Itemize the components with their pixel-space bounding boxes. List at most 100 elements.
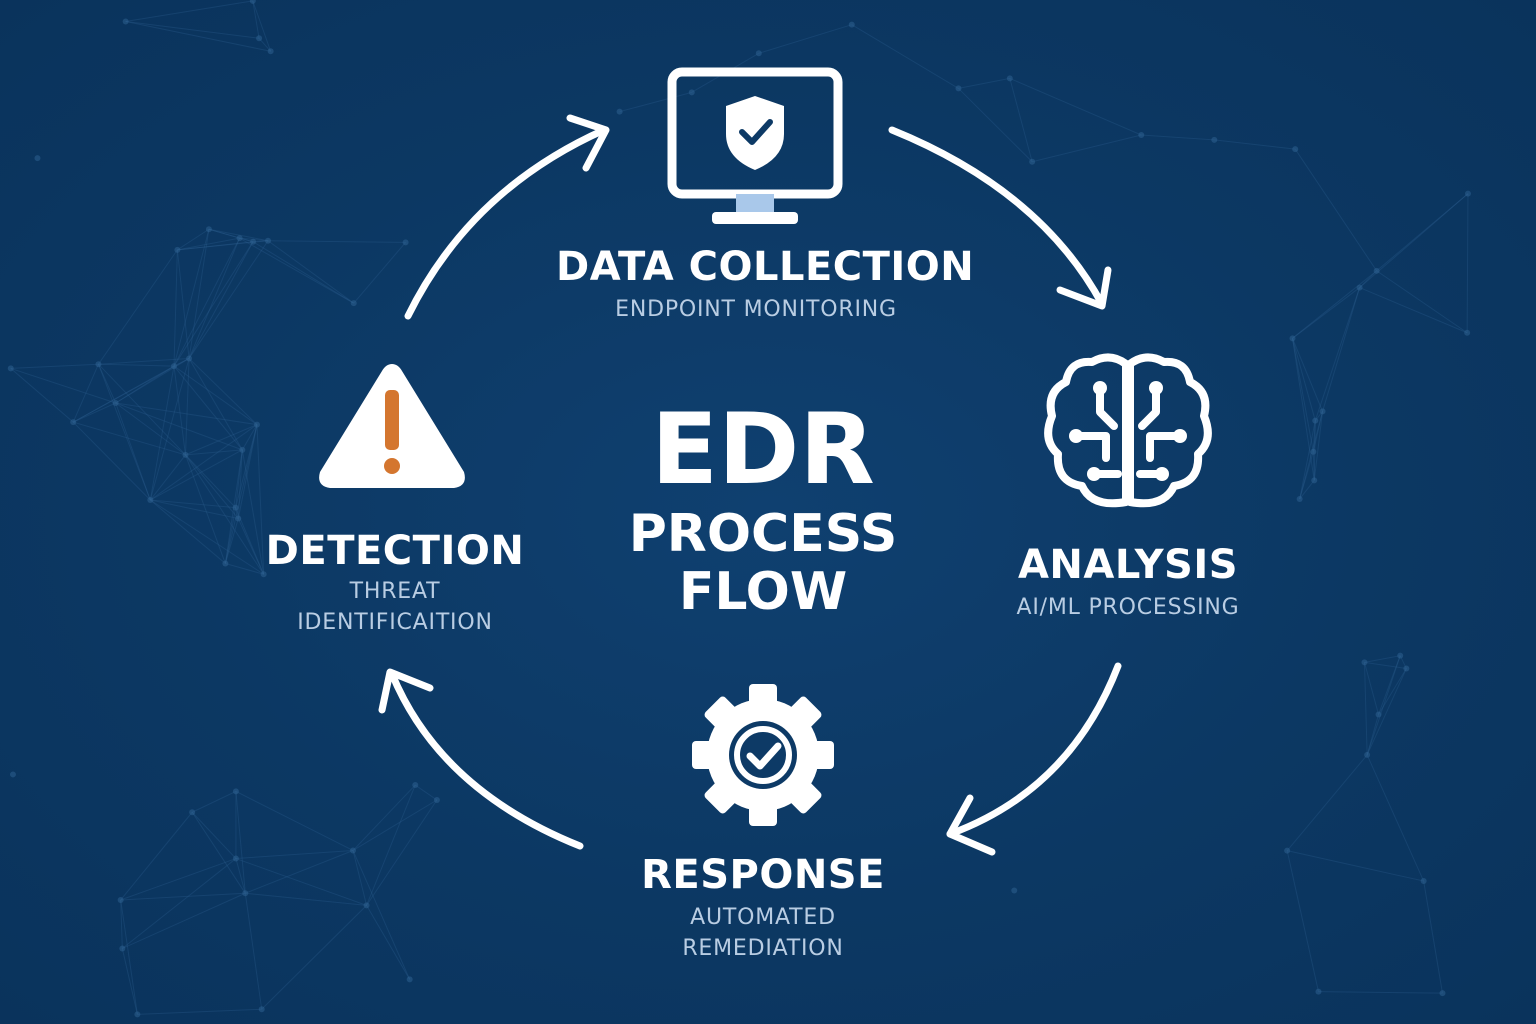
network-line [352, 784, 416, 851]
network-line [224, 507, 237, 564]
network-line [208, 228, 269, 242]
network-line [185, 424, 258, 456]
network-line [177, 228, 210, 251]
stage-subtitle-response-line2: REMEDIATION [682, 936, 844, 961]
network-line [1032, 134, 1142, 163]
network-line [72, 402, 116, 423]
network-line [72, 365, 175, 423]
network-node [256, 35, 263, 42]
stage-subtitle-detection-line1: THREAT [349, 579, 441, 604]
network-line [173, 241, 254, 367]
network-line [188, 240, 269, 359]
network-line [1299, 420, 1316, 500]
network-line [188, 358, 243, 451]
network-line [97, 364, 151, 501]
network-line [188, 229, 210, 359]
network-line [184, 358, 190, 455]
network-node [1375, 711, 1382, 718]
network-node [260, 571, 267, 578]
network-node [1284, 847, 1291, 854]
network-line [235, 849, 354, 860]
network-line [1009, 78, 1033, 162]
network-node [1420, 878, 1427, 885]
network-line [366, 799, 438, 906]
stage-subtitle-data-collection: ENDPOINT MONITORING [615, 297, 897, 322]
network-line [619, 91, 692, 113]
network-node [955, 85, 962, 92]
network-line [188, 237, 241, 359]
network-node [7, 365, 14, 372]
network-line [150, 499, 236, 509]
network-line [1312, 420, 1316, 452]
network-node [412, 782, 419, 789]
network-node [242, 890, 249, 897]
network-node [117, 896, 124, 903]
network-node [402, 239, 409, 246]
network-line [352, 850, 411, 980]
center-title: EDR [651, 393, 875, 507]
network-node [250, 238, 257, 245]
network-line [185, 454, 265, 575]
network-node [232, 788, 239, 795]
network-line [191, 811, 237, 859]
network-line [150, 499, 239, 520]
network-node [350, 847, 357, 854]
network-line [115, 402, 186, 456]
network-line [120, 858, 237, 901]
network-node [1439, 990, 1446, 997]
network-node [1403, 665, 1410, 672]
center-subtitle: PROCESS FLOW [563, 505, 963, 621]
network-node [205, 226, 212, 233]
network-line [256, 424, 265, 575]
network-node [1319, 408, 1326, 415]
network-node [363, 902, 370, 909]
network-node [1296, 495, 1303, 502]
network-node [253, 421, 260, 428]
network-line [366, 905, 411, 980]
network-line [352, 799, 438, 851]
network-node [1029, 158, 1036, 165]
network-line [352, 850, 368, 906]
network-node [112, 400, 119, 407]
network-node [122, 18, 129, 25]
network-line [176, 249, 190, 359]
network-line [185, 454, 226, 564]
network-node [1138, 131, 1145, 138]
network-line [1292, 338, 1324, 412]
network-line [252, 241, 355, 304]
network-node [70, 419, 77, 426]
stage-subtitle-analysis: AI/ML PROCESSING [1016, 595, 1240, 620]
network-line [366, 784, 416, 906]
network-node [235, 515, 242, 522]
network-node [119, 945, 126, 952]
network-line [224, 518, 239, 564]
network-line [10, 367, 116, 404]
network-line [235, 858, 246, 894]
monitor-shield-icon [667, 67, 843, 224]
network-line [97, 363, 117, 404]
network-node [236, 235, 243, 242]
network-line [1376, 270, 1468, 334]
network-node [1292, 146, 1299, 153]
network-line [958, 88, 1033, 163]
network-node [1373, 267, 1380, 274]
network-node [174, 246, 181, 253]
network-line [1423, 880, 1443, 994]
network-line [173, 365, 243, 451]
network-node [1312, 417, 1319, 424]
network-node [95, 361, 102, 368]
arrow-response-to-detection [378, 668, 584, 850]
network-line [244, 893, 263, 1010]
network-node [189, 809, 196, 816]
network-line [267, 240, 355, 304]
network-node [1006, 75, 1013, 82]
network-line [120, 899, 123, 949]
network-line [1299, 480, 1315, 500]
network-line [173, 237, 241, 367]
network-line [1376, 193, 1469, 272]
network-line [958, 77, 1010, 89]
network-node [265, 237, 272, 244]
network-node [258, 1006, 265, 1013]
network-node [350, 300, 357, 307]
network-line [1294, 148, 1378, 272]
